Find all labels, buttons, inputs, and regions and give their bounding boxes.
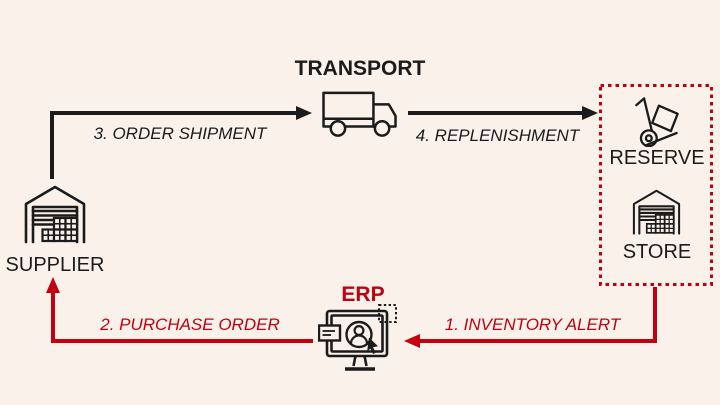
delivery-truck-icon (321, 90, 399, 138)
order-shipment-label: 3. ORDER SHIPMENT (93, 124, 267, 143)
hand-truck-icon (633, 95, 681, 147)
supplier-label: SUPPLIER (5, 254, 105, 276)
purchase-order-label: 2. PURCHASE ORDER (100, 315, 280, 334)
store-warehouse-icon (630, 186, 683, 236)
reserve-label: RESERVE (609, 147, 705, 169)
erp-monitor-icon (318, 304, 402, 374)
arrow-purchase-order-horizontal (51, 339, 313, 343)
arrow-order-shipment-horizontal (50, 111, 296, 115)
arrow-inventory-alert-vertical (653, 287, 657, 341)
supplier-warehouse-icon (21, 182, 89, 244)
erp-label: ERP (341, 283, 385, 306)
arrow-order-shipment-vertical (50, 111, 54, 179)
backroom-zone-outline (599, 84, 713, 286)
arrow-replenishment-head (582, 106, 598, 120)
arrow-replenishment-horizontal (408, 111, 582, 115)
arrow-purchase-order-head (46, 277, 60, 293)
arrow-purchase-order-vertical (51, 292, 55, 343)
arrow-inventory-alert-head (404, 334, 420, 348)
arrow-order-shipment-head (296, 106, 312, 120)
transport-label: TRANSPORT (294, 57, 426, 80)
inventory-alert-label: 1. INVENTORY ALERT (444, 315, 621, 334)
arrow-inventory-alert-horizontal (419, 339, 657, 343)
store-label: STORE (622, 241, 692, 263)
replenishment-label: 4. REPLENISHMENT (415, 126, 580, 145)
